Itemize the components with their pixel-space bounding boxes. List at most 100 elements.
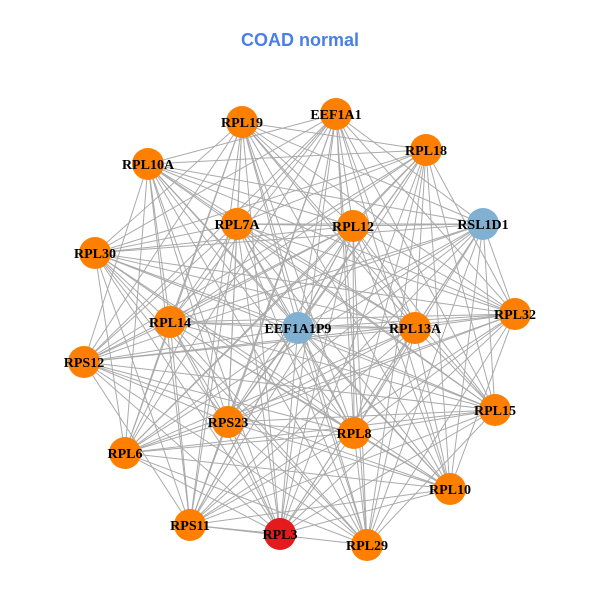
- node-circle: [226, 106, 258, 138]
- edge-RPL18-RPL7A: [236, 149, 427, 225]
- edge-RPL15-RPS23: [227, 409, 496, 423]
- node-RPL32: RPL32: [494, 298, 536, 330]
- node-RPL13A: RPL13A: [389, 312, 442, 344]
- node-label: RPL3: [263, 528, 298, 543]
- edge-RPL13A-RPL15: [414, 327, 496, 411]
- edge-RPL30-RPL3: [94, 252, 281, 535]
- edge-RPL19-RPL30: [94, 121, 243, 254]
- edge-RPL18-RPL14: [169, 149, 427, 323]
- edge-RPL7A-RPL3: [236, 223, 281, 535]
- edge-RPL8-RPL10: [353, 432, 451, 490]
- edge-RPL32-RPS23: [227, 313, 516, 423]
- edge-RPL6-RPL3: [124, 452, 281, 535]
- node-RPS23: RPS23: [208, 406, 248, 438]
- node-label: RPL32: [494, 308, 536, 323]
- edge-RPL13A-RPS12: [83, 327, 416, 363]
- edge-RPL10A-RPL14: [147, 163, 171, 323]
- node-label: RPL8: [337, 427, 372, 442]
- edge-RPL32-RPL14: [169, 313, 516, 323]
- node-label: RPS12: [64, 356, 104, 371]
- edge-RPS12-RPS23: [83, 361, 229, 423]
- edge-RPL30-RPL14: [94, 252, 171, 323]
- edge-RPL6-RPL29: [124, 452, 368, 546]
- edge-RPL10A-RPL6: [124, 163, 149, 454]
- edge-RPL12-RPL29: [352, 225, 368, 546]
- edge-RPL18-RPL10A: [147, 149, 427, 165]
- node-label: RPL30: [74, 247, 116, 262]
- edge-RPL10A-RPL15: [147, 163, 496, 411]
- edge-RPL6-RPL10: [124, 452, 451, 490]
- node-label: RSL1D1: [457, 218, 508, 233]
- node-circle: [282, 312, 314, 344]
- node-label: RPL15: [474, 404, 516, 419]
- edge-EEF1A1P9-RPL8: [297, 327, 355, 434]
- node-circle: [410, 134, 442, 166]
- edge-RPL12-RPL14: [169, 225, 354, 323]
- edge-RPL14-RPL15: [169, 321, 496, 411]
- edge-RPL12-RPL3: [279, 225, 354, 535]
- edge-RPL30-RPL8: [94, 252, 355, 434]
- edge-RPL18-RPL30: [94, 149, 427, 254]
- node-label: RPL10: [429, 483, 471, 498]
- node-circle: [221, 208, 253, 240]
- edge-RPL32-RPL6: [124, 313, 516, 454]
- edge-RPL19-RPL15: [241, 121, 496, 411]
- edge-RPL14-RPL10: [169, 321, 451, 490]
- edge-RPL30-RPL32: [94, 252, 516, 315]
- edge-RPL13A-RPL6: [124, 327, 416, 454]
- edge-EEF1A1-RSL1D1: [335, 113, 484, 225]
- edge-RSL1D1-EEF1A1P9: [297, 223, 484, 329]
- edge-RPL7A-RPL32: [236, 223, 516, 315]
- node-circle: [212, 406, 244, 438]
- edge-RPL12-RPL8: [352, 225, 355, 434]
- edge-RPL13A-RPL10: [414, 327, 451, 490]
- node-EEF1A1: EEF1A1: [310, 98, 362, 130]
- node-circle: [79, 237, 111, 269]
- edge-RPL15-RPL8: [353, 409, 496, 434]
- edge-RPL19-RPS12: [83, 121, 243, 363]
- edge-RPL7A-RPL12: [236, 223, 354, 227]
- edge-RSL1D1-RPS11: [189, 223, 484, 526]
- node-circle: [174, 509, 206, 541]
- edge-EEF1A1-RPL10A: [147, 113, 337, 165]
- edge-RPL32-RPL8: [353, 313, 516, 434]
- edge-EEF1A1P9-RPL10: [297, 327, 451, 490]
- node-RPL14: RPL14: [149, 306, 191, 338]
- node-circle: [132, 148, 164, 180]
- node-RPL29: RPL29: [346, 529, 388, 561]
- node-label: RPS11: [170, 519, 210, 534]
- edge-RSL1D1-RPS12: [83, 223, 484, 363]
- edge-RPL10A-RSL1D1: [147, 163, 484, 225]
- edge-RPL15-RPL6: [124, 409, 496, 454]
- edge-EEF1A1P9-RPL3: [279, 327, 299, 535]
- edge-EEF1A1P9-RPL29: [297, 327, 368, 546]
- node-RPL10: RPL10: [429, 473, 471, 505]
- edge-RPL7A-RPL30: [94, 223, 238, 254]
- edge-RPL19-RPL18: [241, 121, 427, 151]
- node-RPL10A: RPL10A: [122, 148, 175, 180]
- node-label: RPL14: [149, 316, 191, 331]
- edge-RPL19-RPL32: [241, 121, 516, 315]
- edge-RPL18-RPL8: [353, 149, 427, 434]
- node-label: RPL29: [346, 539, 388, 554]
- edge-RPL10A-RPL29: [147, 163, 368, 546]
- edge-RPL10A-RPS12: [83, 163, 149, 363]
- edge-RPL7A-RPS12: [83, 223, 238, 363]
- figure-title: COAD normal: [240, 30, 359, 50]
- node-circle: [338, 417, 370, 449]
- edge-EEF1A1P9-RPS23: [227, 327, 299, 423]
- edge-EEF1A1P9-RPL15: [297, 327, 496, 411]
- node-label: EEF1A1: [310, 108, 361, 123]
- edge-RPS23-RPS11: [189, 421, 229, 526]
- node-circle: [68, 346, 100, 378]
- node-label: EEF1A1P9: [265, 322, 332, 337]
- edge-RPL32-RPL29: [366, 313, 516, 546]
- edge-RPL18-RPL15: [425, 149, 496, 411]
- edge-EEF1A1P9-RPS12: [83, 327, 299, 363]
- edge-RPL12-RPS12: [83, 225, 354, 363]
- edge-RPL19-RPL12: [241, 121, 354, 227]
- edge-RPL10A-RPS23: [147, 163, 229, 423]
- edge-RSL1D1-RPL30: [94, 223, 484, 254]
- edge-RPL14-RPS23: [169, 321, 229, 423]
- node-label: RPL10A: [122, 158, 175, 173]
